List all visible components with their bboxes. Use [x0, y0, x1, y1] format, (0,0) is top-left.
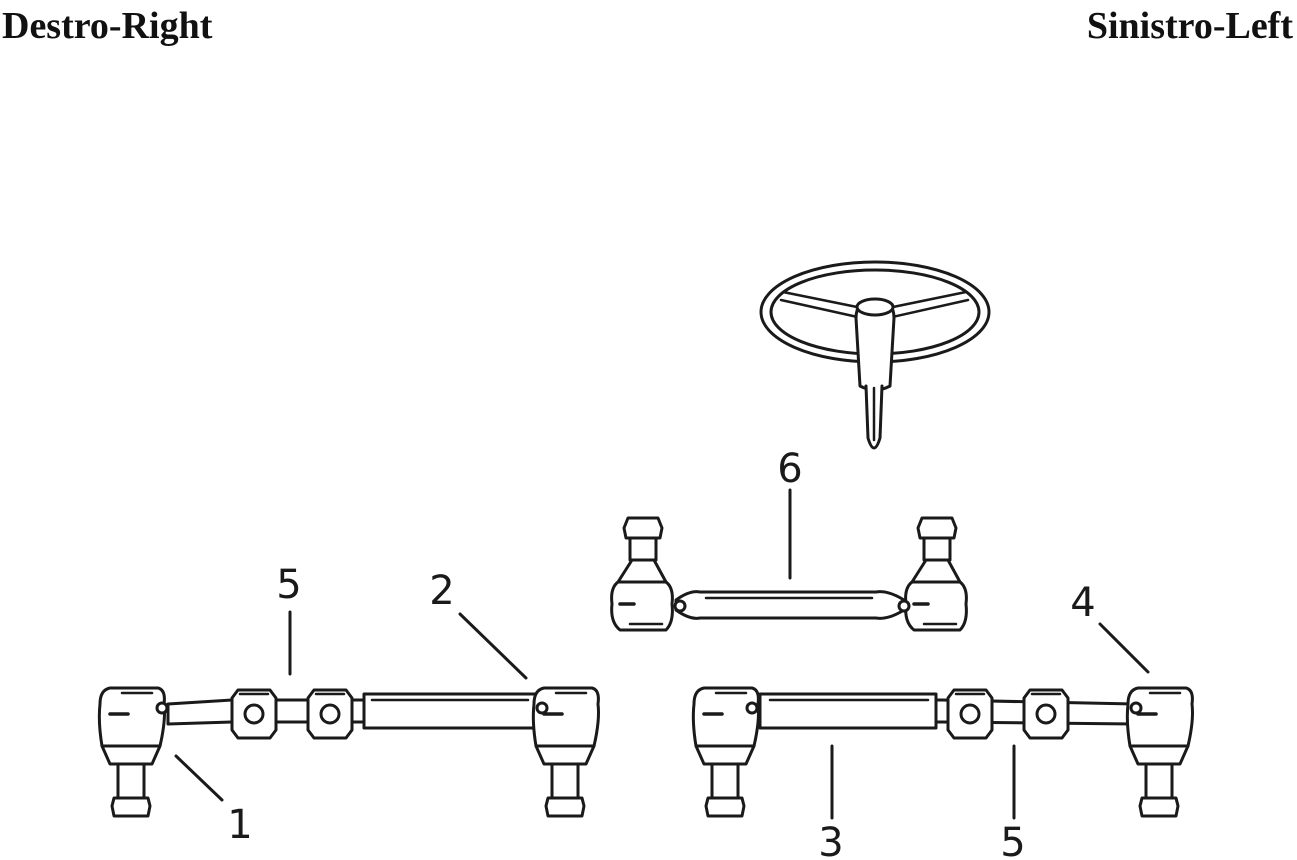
callout-5-left: 5 [276, 562, 301, 608]
steering-wheel [759, 260, 991, 450]
callout-1: 1 [227, 802, 252, 848]
leader-line-1 [174, 754, 224, 802]
right-side-heading: Destro-Right [2, 5, 213, 47]
callout-4: 4 [1070, 580, 1095, 626]
right-tie-rod-assembly [97, 686, 601, 818]
center-drag-link [609, 516, 969, 632]
leader-line-2 [458, 612, 528, 680]
left-side-heading: Sinistro-Left [1086, 5, 1293, 47]
left-tie-rod-assembly [691, 686, 1195, 818]
leader-line-4 [1098, 622, 1150, 674]
callout-3: 3 [818, 820, 843, 860]
callout-6: 6 [777, 446, 802, 492]
callout-5-right: 5 [1000, 820, 1025, 860]
callout-2: 2 [429, 568, 454, 614]
